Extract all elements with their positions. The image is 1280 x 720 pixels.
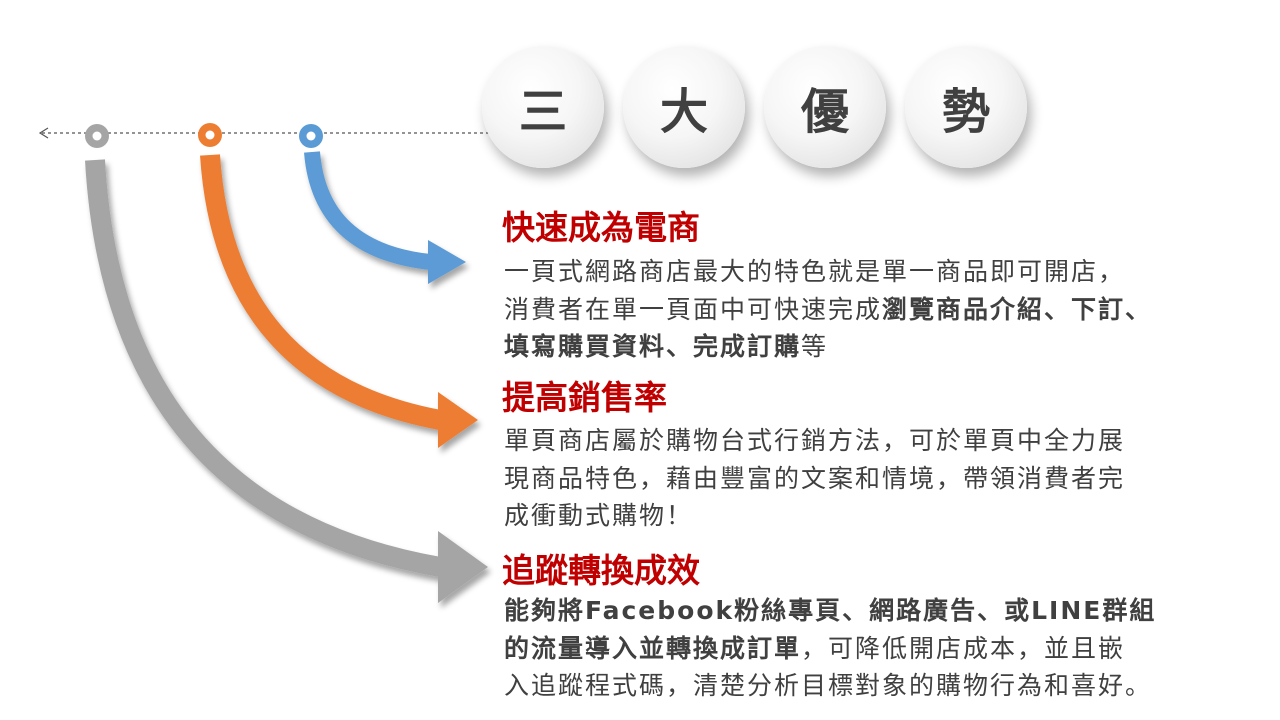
section-2-body: 單頁商店屬於購物台式行銷方法，可於單頁中全力展現商品特色，藉由豐富的文案和情境，… — [504, 422, 1279, 535]
body-line: 單頁商店屬於購物台式行銷方法，可於單頁中全力展 — [504, 422, 1279, 460]
banner-char: 大 — [659, 84, 708, 140]
text-run: 單頁商店屬於購物台式行銷方法，可於單頁中全力展 — [504, 426, 1126, 455]
body-line: 能夠將Facebook粉絲專頁、網路廣告、或LINE群組 — [504, 592, 1279, 630]
text-run: 消費者在單一頁面中可快速完成 — [504, 294, 883, 324]
orange-curved-arrow — [200, 154, 478, 448]
banner-circle-2: 大 — [623, 46, 745, 168]
banner-char: 三 — [518, 84, 567, 140]
section-2-heading: 提高銷售率 — [502, 378, 667, 417]
text-run: ，可降低開店成本，並且嵌 — [801, 633, 1126, 663]
banner-circle-3: 優 — [764, 46, 886, 168]
section-1-heading: 快速成為電商 — [502, 208, 700, 247]
text-run: 成衝動式購物！ — [504, 501, 694, 530]
section-3-body: 能夠將Facebook粉絲專頁、網路廣告、或LINE群組的流量導入並轉換成訂單，… — [504, 592, 1279, 705]
section-1-body: 一頁式網路商店最大的特色就是單一商品即可開店， 消費者在單一頁面中可快速完成瀏覽商… — [504, 253, 1279, 366]
body-line: 填寫購買資料、完成訂購等 — [504, 328, 1279, 366]
bold-text-run: 能夠將Facebook粉絲專頁、網路廣告、或LINE群組 — [504, 596, 1157, 625]
body-line: 一頁式網路商店最大的特色就是單一商品即可開店， — [504, 253, 1279, 291]
text-run: 入追蹤程式碼，清楚分析目標對象的購物行為和喜好。 — [504, 671, 1153, 700]
body-line: 消費者在單一頁面中可快速完成瀏覽商品介紹、下訂、 — [504, 291, 1279, 329]
text-run: 一頁式網路商店最大的特色就是單一商品即可開店， — [504, 257, 1126, 286]
text-run: 現商品特色，藉由豐富的文案和情境，帶領消費者完 — [504, 463, 1126, 493]
gray-curved-arrow — [85, 159, 488, 603]
banner-char: 優 — [800, 84, 849, 140]
bold-text-run: 填寫購買資料、完成訂購 — [504, 332, 802, 361]
body-line: 成衝動式購物！ — [504, 497, 1279, 535]
section-3-heading: 追蹤轉換成效 — [502, 551, 700, 590]
body-line: 入追蹤程式碼，清楚分析目標對象的購物行為和喜好。 — [504, 667, 1279, 705]
body-line: 現商品特色，藉由豐富的文案和情境，帶領消費者完 — [504, 460, 1279, 498]
banner-char: 勢 — [941, 84, 990, 140]
banner-circle-4: 勢 — [905, 46, 1027, 168]
blue-curved-arrow — [304, 151, 466, 284]
banner-circle-1: 三 — [482, 46, 604, 168]
timeline-arrowhead — [38, 127, 49, 139]
body-line: 的流量導入並轉換成訂單，可降低開店成本，並且嵌 — [504, 630, 1279, 668]
bold-text-run: 的流量導入並轉換成訂單 — [504, 633, 802, 663]
bold-text-run: 瀏覽商品介紹、下訂、 — [882, 294, 1153, 324]
text-run: 等 — [801, 332, 829, 361]
